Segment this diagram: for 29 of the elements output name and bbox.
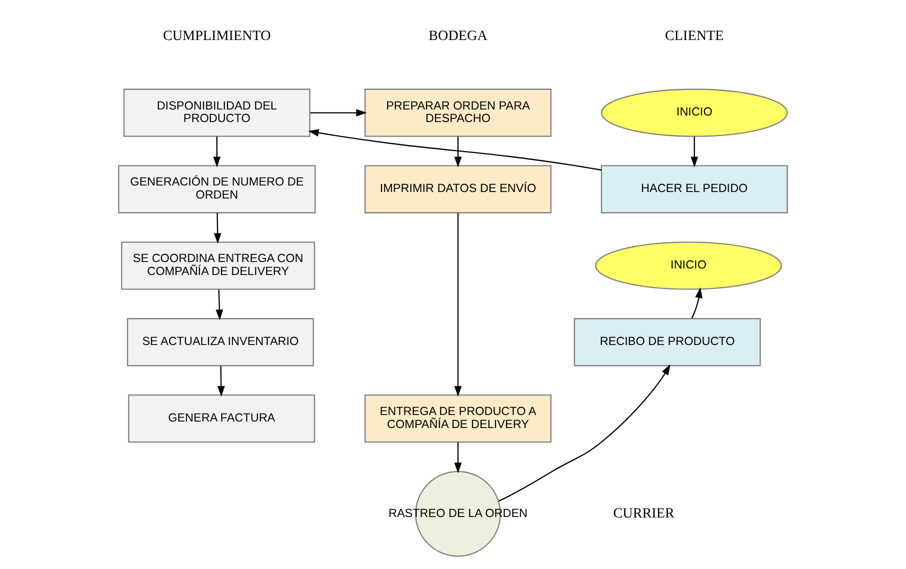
arrow	[454, 136, 462, 168]
node-box: HACER EL PEDIDO	[600, 165, 788, 214]
arrow	[691, 287, 703, 318]
arrow	[214, 213, 222, 244]
arrow	[498, 364, 670, 502]
arrow	[213, 136, 221, 168]
label: BODEGA	[428, 28, 488, 44]
node-label: RASTREO DE LA ORDEN	[388, 506, 528, 520]
arrow	[690, 136, 698, 168]
node-ellipse: INICIO	[600, 88, 788, 137]
node-box: ENTREGA DE PRODUCTO A COMPAÑÍA DE DELIVERY	[364, 394, 552, 443]
node-box: RECIBO DE PRODUCTO	[574, 318, 761, 366]
node-ellipse: INICIO	[595, 242, 782, 290]
node-box: GENERACIÓN DE NUMERO DE ORDEN	[118, 165, 316, 214]
arrow	[217, 366, 225, 397]
node-box: GENERA FACTURA	[128, 394, 316, 443]
label: CURRIER	[613, 505, 674, 522]
arrow	[310, 109, 367, 116]
arrow	[308, 129, 602, 171]
node-box: SE ACTUALIZA INVENTARIO	[126, 318, 314, 366]
label: CUMPLIMIENTO	[162, 28, 271, 44]
arrow	[216, 289, 224, 320]
node-box: SE COORDINA ENTREGA CON COMPAÑÍA DE DELIVERY	[121, 242, 316, 290]
node-box: IMPRIMIR DATOS DE ENVÍO	[364, 165, 552, 214]
arrow	[454, 442, 462, 474]
node-box: DISPONIBILIDAD DEL PRODUCTO	[123, 88, 310, 137]
node-box: PREPARAR ORDEN PARA DESPACHO	[364, 88, 552, 137]
label: CLIENTE	[664, 28, 724, 44]
arrow	[454, 213, 462, 397]
